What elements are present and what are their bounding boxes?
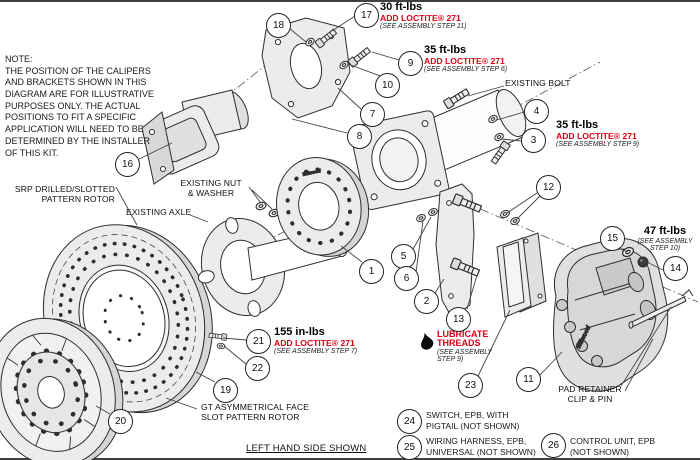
- loctite-note: ADD LOCTITE® 271: [380, 12, 461, 23]
- callout-26: 26: [541, 433, 566, 458]
- label-existing-axle: EXISTING AXLE: [126, 207, 192, 217]
- assembly-step-ref: (SEE ASSEMBLY STEP 6): [424, 65, 508, 73]
- label-existing-nut-washer: EXISTING NUT & WASHER: [180, 178, 242, 199]
- torque-value: 47 ft-lbs: [643, 225, 687, 237]
- callout-1: 1: [359, 259, 384, 284]
- torque-value: 35 ft-lbs: [424, 44, 467, 56]
- assembly-step-ref: (SEE ASSEMBLY STEP 10): [637, 237, 693, 253]
- torque-note-item21: 155 in-lbs ADD LOCTITE® 271 (SEE ASSEMBL…: [274, 326, 358, 355]
- callout-21: 21: [246, 329, 271, 354]
- part-pad-retainer-pin: [628, 289, 694, 329]
- callout-10: 10: [375, 73, 400, 98]
- torque-note-item3: 35 ft-lbs ADD LOCTITE® 271 (SEE ASSEMBLY…: [556, 119, 640, 148]
- lubricate-text: LUBRICATE THREADS: [437, 329, 489, 349]
- callout-15: 15: [600, 226, 625, 251]
- callout-5: 5: [391, 244, 416, 269]
- label-gt-rotor: GT ASYMMETRICAL FACE SLOT PATTERN ROTOR: [201, 402, 310, 423]
- part-gt-rotor: [0, 317, 124, 460]
- assembly-step-ref: (SEE ASSEMBLY STEP 11): [380, 22, 467, 30]
- loctite-note: ADD LOCTITE® 271: [556, 130, 637, 141]
- assembly-step-ref: (SEE ASSEMBLY STEP 9): [556, 140, 640, 148]
- callout-13: 13: [446, 307, 471, 332]
- loctite-note: ADD LOCTITE® 271: [424, 55, 505, 66]
- callout-7: 7: [360, 102, 385, 127]
- callout-19: 19: [213, 378, 238, 403]
- label-existing-bolt: EXISTING BOLT: [505, 78, 571, 88]
- legend-epb-harness: WIRING HARNESS, EPB, UNIVERSAL (NOT SHOW…: [426, 436, 536, 457]
- callout-20: 20: [108, 409, 133, 434]
- part-top-bracket: [261, 17, 351, 119]
- loctite-note: ADD LOCTITE® 271: [274, 337, 355, 348]
- callout-23: 23: [458, 373, 483, 398]
- torque-note-item17: 30 ft-lbs ADD LOCTITE® 271 (SEE ASSEMBLY…: [380, 1, 467, 30]
- callout-2: 2: [414, 289, 439, 314]
- assembly-step-ref: (SEE ASSEMBLY STEP 7): [274, 347, 358, 355]
- note-title: NOTE:: [5, 54, 33, 64]
- label-pad-retainer: PAD RETAINER CLIP & PIN: [558, 384, 622, 405]
- torque-note-item9: 35 ft-lbs ADD LOCTITE® 271 (SEE ASSEMBLY…: [424, 44, 508, 73]
- callout-14: 14: [663, 256, 688, 281]
- label-srp-rotor: SRP DRILLED/SLOTTED PATTERN ROTOR: [14, 184, 115, 205]
- part-rotor-hat: Wilwood: [275, 157, 370, 257]
- lubricate-note: LUBRICATE THREADS (SEE ASSEMBLY STEP 9): [437, 329, 493, 364]
- legend-epb-control-unit: CONTROL UNIT, EPB (NOT SHOWN): [570, 436, 656, 457]
- callout-4: 4: [524, 99, 549, 124]
- leader-lines: [95, 15, 672, 415]
- torque-note-item14: 47 ft-lbs (SEE ASSEMBLY STEP 10): [630, 225, 700, 253]
- callout-17: 17: [354, 3, 379, 28]
- callout-22: 22: [245, 356, 270, 381]
- torque-value: 155 in-lbs: [274, 326, 325, 338]
- callout-16: 16: [115, 152, 140, 177]
- callout-11: 11: [516, 367, 541, 392]
- part-brake-pads: [496, 232, 547, 318]
- view-orientation-label: LEFT HAND SIDE SHOWN: [246, 443, 367, 454]
- callout-9: 9: [398, 51, 423, 76]
- note-block: NOTE: THE POSITION OF THE CALIPERS AND B…: [5, 54, 155, 159]
- callout-24: 24: [397, 409, 422, 434]
- callout-6: 6: [394, 266, 419, 291]
- callout-3: 3: [521, 128, 546, 153]
- part-caliper: Wilwood: [553, 238, 669, 392]
- callout-25: 25: [397, 435, 422, 460]
- torque-value: 30 ft-lbs: [380, 1, 423, 13]
- callout-8: 8: [347, 124, 372, 149]
- rotor-hat-logo: Wilwood: [302, 168, 321, 177]
- note-text: THE POSITION OF THE CALIPERS AND BRACKET…: [5, 65, 154, 158]
- part-caliper-bracket: [435, 183, 483, 319]
- part-axle-housing: [349, 89, 527, 210]
- assembly-step-ref: (SEE ASSEMBLY STEP 9): [437, 348, 493, 364]
- part-epb-motor: [141, 89, 249, 185]
- callout-18: 18: [266, 13, 291, 38]
- torque-value: 35 ft-lbs: [556, 119, 599, 131]
- callout-12: 12: [536, 175, 561, 200]
- legend-epb-switch: SWITCH, EPB, WITH PIGTAIL (NOT SHOWN): [426, 410, 520, 431]
